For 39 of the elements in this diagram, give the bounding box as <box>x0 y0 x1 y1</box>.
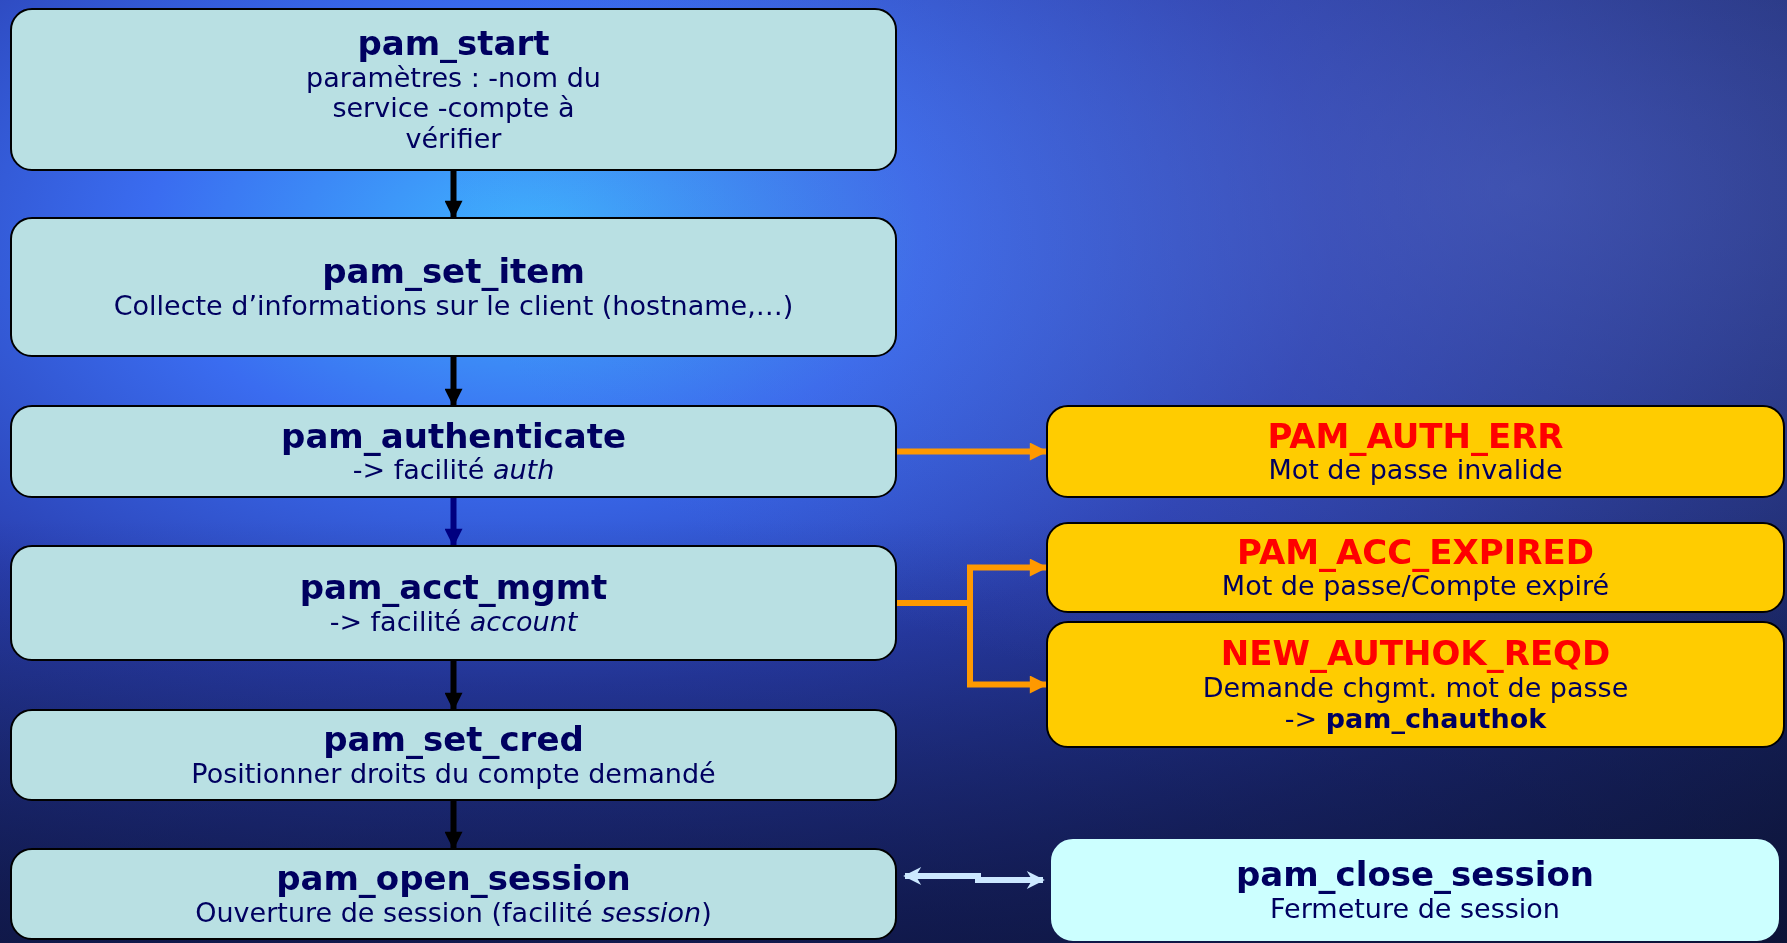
process-box <box>10 545 897 661</box>
function-name: pam_close_session <box>1235 855 1595 894</box>
process-box <box>10 848 897 940</box>
status-box <box>1046 522 1785 613</box>
function-name: pam_set_item <box>322 252 585 291</box>
process-box <box>10 405 897 498</box>
arrow <box>897 442 1048 461</box>
function-name: pam_set_cred <box>323 720 584 759</box>
process-box <box>10 217 897 357</box>
process-box <box>10 709 897 801</box>
arrow <box>903 867 1045 889</box>
process-box <box>1051 839 1779 941</box>
description-text: Mot de passe/Compte expiré <box>1221 571 1610 603</box>
description-text: paramètres : -nom du service -compte à vérifier <box>305 62 602 155</box>
function-name: pam_acct_mgmt <box>299 568 608 607</box>
arrow <box>444 357 463 407</box>
description-text: Collecte d’informations sur le client (hostname,…) <box>113 291 794 322</box>
description-text: Fermeture de session <box>1270 894 1560 925</box>
function-name: pam_open_session <box>276 859 631 898</box>
arrow <box>444 171 463 219</box>
description-text: Demande chgmt. mot de passe <box>1202 673 1629 704</box>
function-name: pam_authenticate <box>281 416 626 456</box>
description-text: Ouverture de session (facilité session) <box>195 898 712 929</box>
description-text: -> facilité account <box>329 607 578 638</box>
description-text: Mot de passe invalide <box>1268 455 1563 487</box>
arrow <box>444 661 463 711</box>
function-name: PAM_ACC_EXPIRED <box>1237 532 1594 572</box>
function-name: PAM_AUTH_ERR <box>1267 416 1564 456</box>
status-box <box>1046 405 1785 498</box>
function-name: pam_start <box>357 23 550 63</box>
arrow <box>444 498 463 547</box>
description-text: -> facilité auth <box>352 455 555 487</box>
description-text: Positionner droits du compte demandé <box>191 759 716 790</box>
arrow <box>897 600 1048 694</box>
description-text: -> pam_chauthok <box>1284 703 1547 735</box>
process-box <box>10 8 897 171</box>
status-box <box>1046 621 1785 748</box>
function-name: NEW_AUTHOK_REQD <box>1220 634 1611 674</box>
arrow <box>444 801 463 850</box>
